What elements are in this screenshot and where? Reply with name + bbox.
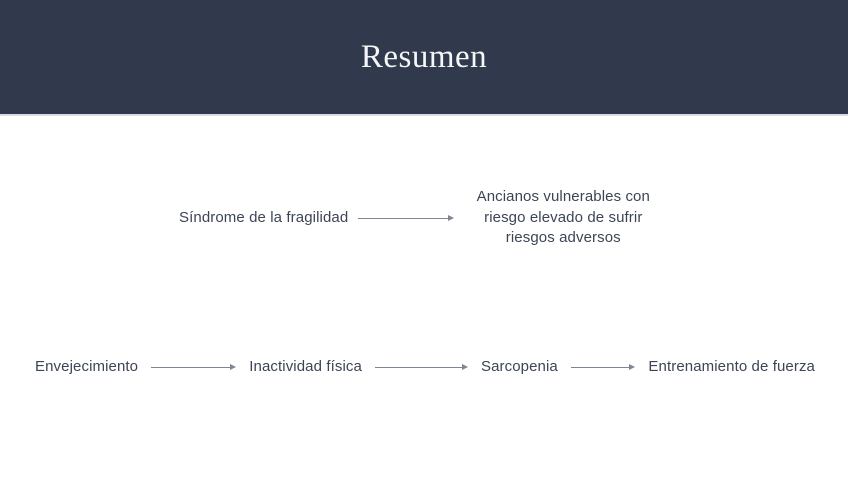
arrow-head-icon [629, 364, 636, 370]
arrow-head-icon [461, 364, 468, 370]
flow-arrow [570, 363, 636, 371]
flow-top-target-label: Ancianos vulnerables con riesgo elevado … [463, 187, 663, 249]
arrow-head-icon [230, 364, 237, 370]
target-line: riesgo elevado de sufrir [484, 208, 643, 226]
flow-top: Síndrome de la fragilidad Ancianos vulne… [179, 187, 663, 249]
target-line: riesgos adversos [505, 229, 621, 247]
target-line: Ancianos vulnerables con [476, 188, 650, 206]
flow-bottom-item: Sarcopenia [480, 358, 558, 375]
flow-arrow [358, 214, 455, 222]
flow-arrow [151, 363, 237, 371]
flow-bottom-item: Envejecimiento [35, 358, 139, 375]
flow-top-source-label: Síndrome de la fragilidad [179, 209, 349, 226]
slide-title: Resumen [360, 38, 488, 75]
flow-bottom-item: Entrenamiento de fuerza [648, 358, 815, 375]
flow-arrow [374, 363, 468, 371]
flow-bottom-item: Inactividad física [249, 358, 362, 375]
arrow-line [358, 217, 449, 219]
flow-bottom: Envejecimiento Inactividad física Sarcop… [35, 357, 815, 377]
slide-header: Resumen [0, 0, 848, 116]
arrow-line [570, 366, 630, 368]
arrow-line [374, 366, 462, 368]
arrow-line [151, 366, 231, 368]
arrow-head-icon [448, 215, 455, 221]
